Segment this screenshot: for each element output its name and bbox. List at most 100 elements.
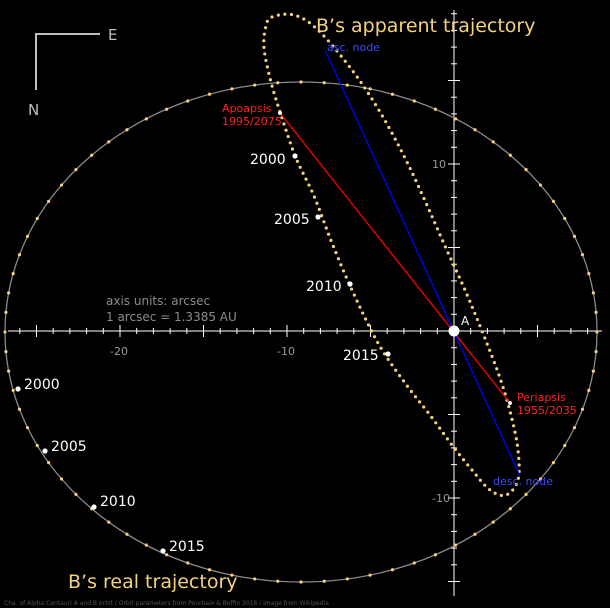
x-tick-label: -10 <box>277 345 295 358</box>
apparent-orbit-dot <box>341 269 346 273</box>
apparent-orbit-dot <box>503 392 507 396</box>
real-orbit-dot <box>25 234 30 238</box>
apparent-orbit-dot <box>418 400 422 404</box>
apparent-orbit-dot <box>512 424 516 428</box>
apparent-orbit-dot <box>331 44 335 48</box>
apparent-orbit-dot <box>317 29 321 33</box>
apparent-orbit-dot <box>272 90 276 95</box>
apparent-orbit-dot <box>262 39 266 43</box>
real-orbit-dot <box>433 553 437 557</box>
real-orbit-dot <box>538 183 543 187</box>
real-orbit-dot <box>3 330 7 334</box>
apparent-orbit-dot <box>355 75 359 79</box>
apparent-orbit-dot <box>405 160 409 165</box>
apparent-orbit-dot <box>363 317 368 321</box>
real-orbit-dot <box>4 350 8 354</box>
apparent-orbit-dot <box>506 492 510 496</box>
real-year-label: 2015 <box>169 539 205 555</box>
real-orbit-dot <box>454 543 458 547</box>
real-orbit-dot <box>508 507 512 511</box>
real-orbit-dot <box>368 87 372 91</box>
apparent-orbit-dot <box>490 354 494 359</box>
apparent-orbit-dot <box>382 352 387 356</box>
apparent-orbit-dot <box>475 317 479 322</box>
apparent-orbit-dot <box>483 483 487 487</box>
apparent-orbit-dot <box>331 244 336 249</box>
apparent-year-marker <box>292 153 298 159</box>
real-orbit-dot <box>299 80 303 84</box>
apparent-orbit-dot <box>393 137 397 141</box>
real-orbit-dot <box>107 140 111 144</box>
y-tick-label: -10 <box>432 492 450 505</box>
real-orbit-dot <box>47 461 51 465</box>
apparent-orbit-dot <box>373 103 378 107</box>
real-orbit-dot <box>35 443 39 448</box>
apparent-orbit-dot <box>315 201 319 205</box>
apparent-orbit-dot <box>422 196 426 201</box>
apparent-orbit-dot <box>446 251 450 255</box>
apparent-orbit-dot <box>363 86 367 90</box>
real-orbit-dot <box>17 253 22 257</box>
apparent-orbit-dot <box>441 239 445 243</box>
apparent-orbit-dot <box>282 122 286 126</box>
apparent-orbit-dot <box>344 275 348 279</box>
apparent-orbit-dot <box>499 493 503 498</box>
apparent-orbit-dot <box>434 421 438 425</box>
real-orbit-dot <box>580 253 585 257</box>
periapsis-label: Periapsis <box>517 391 566 404</box>
apparent-orbit-dot <box>495 367 499 371</box>
real-orbit-dot <box>186 561 190 565</box>
apparent-orbit-dot <box>312 195 317 199</box>
real-orbit-dot <box>368 573 372 577</box>
real-orbit-dot <box>144 543 148 547</box>
real-orbit-dot <box>390 92 395 96</box>
apparent-orbit-dot <box>268 78 273 82</box>
real-orbit-dot <box>595 330 599 334</box>
apparent-orbit-dot <box>284 128 288 132</box>
real-orbit-dot <box>587 388 591 392</box>
apparent-orbit-dot <box>302 17 306 21</box>
real-orbit-dot <box>572 234 577 238</box>
apparent-orbit-dot <box>370 97 374 101</box>
compass-east-label: E <box>108 26 117 44</box>
real-orbit-dot <box>587 272 591 276</box>
apparent-orbit-dot <box>366 323 371 327</box>
apparent-orbit-dot <box>326 232 331 236</box>
apparent-orbit-dot <box>397 373 402 378</box>
apparent-orbit-dot <box>324 226 328 230</box>
apparent-orbit-dot <box>422 405 426 409</box>
apparent-orbit-dot <box>339 263 343 267</box>
apparent-orbit-dot <box>507 404 511 409</box>
apparent-orbit-dot <box>264 58 268 63</box>
apparent-orbit-dot <box>478 324 482 328</box>
real-orbit-dot <box>59 477 64 481</box>
real-orbit-dot <box>322 579 326 583</box>
apparent-orbit-dot <box>430 215 434 219</box>
apparent-orbit-dot <box>320 214 324 218</box>
apparent-orbit-dot <box>426 410 430 414</box>
real-trajectory-title: B’s real trajectory <box>68 571 238 593</box>
apparent-year-marker <box>315 214 321 220</box>
apparent-orbit-dot <box>430 415 434 420</box>
apparent-orbit-dot <box>394 368 398 372</box>
apparent-orbit-dot <box>516 476 521 480</box>
apparent-orbit-dot <box>513 430 517 434</box>
apparent-year-marker <box>347 281 353 287</box>
apparent-orbit-dot <box>263 26 268 30</box>
real-orbit-dot <box>125 532 129 536</box>
apparent-orbit-dot <box>516 450 520 454</box>
real-orbit-dot <box>47 199 51 203</box>
apoapsis-marker <box>278 111 282 115</box>
apparent-orbit-dot <box>343 59 347 63</box>
apparent-orbit-dot <box>384 120 388 124</box>
apparent-orbit-dot <box>478 478 482 482</box>
apparent-orbit-dot <box>276 103 280 107</box>
apparent-orbit-dot <box>438 233 442 237</box>
apparent-orbit-dot <box>452 263 456 267</box>
apparent-orbit-dot <box>517 456 521 461</box>
apparent-orbit-dot <box>409 389 413 394</box>
apparent-orbit-dot <box>473 311 477 316</box>
real-orbit-dot <box>165 553 169 557</box>
apparent-orbit-dot <box>514 437 518 441</box>
real-orbit-dot <box>230 573 234 577</box>
